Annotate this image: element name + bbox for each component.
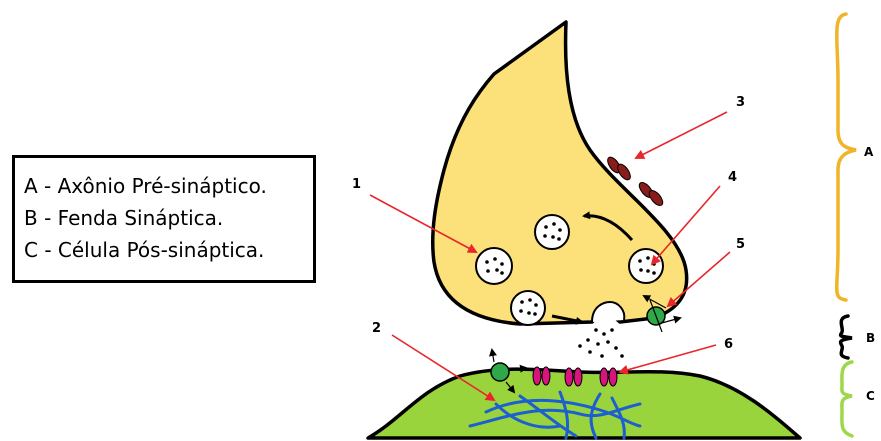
callout-6: 6 xyxy=(724,337,733,352)
vesicle xyxy=(535,215,569,249)
postsynaptic-cell xyxy=(368,369,800,438)
callout-1: 1 xyxy=(352,177,361,192)
callout-4: 4 xyxy=(728,170,737,185)
neurotransmitters xyxy=(578,328,624,358)
brace-b xyxy=(841,316,852,358)
vesicle xyxy=(511,291,545,325)
brace-c xyxy=(842,362,852,436)
brace-label-b: B xyxy=(866,331,875,345)
brace-a xyxy=(837,14,856,300)
brace-label-c: C xyxy=(866,389,875,403)
vesicle xyxy=(629,249,663,283)
callout-2: 2 xyxy=(372,321,381,336)
callout-5: 5 xyxy=(736,237,745,252)
callout-arrow-3 xyxy=(636,112,727,158)
callout-arrow-6 xyxy=(620,345,716,372)
brace-label-a: A xyxy=(864,145,874,159)
postsynaptic-receptor xyxy=(533,367,617,386)
vesicle xyxy=(476,248,512,284)
callout-3: 3 xyxy=(736,95,745,110)
